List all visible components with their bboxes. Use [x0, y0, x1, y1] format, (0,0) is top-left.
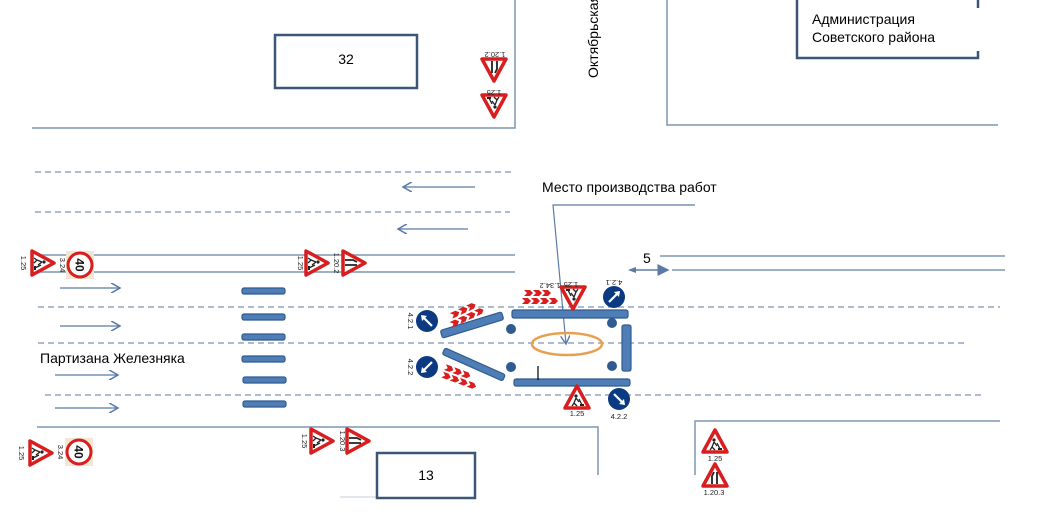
svg-text:3.24: 3.24 [58, 258, 67, 273]
svg-text:1.20.2: 1.20.2 [485, 50, 506, 59]
svg-text:4.2.2: 4.2.2 [406, 359, 415, 376]
sign-1-25-workzone-top: 1.25 [559, 280, 587, 311]
dimension-5m: 5 [628, 250, 670, 276]
excavation-area [530, 331, 604, 357]
building-32: 32 [273, 33, 419, 90]
building-13: 13 [375, 451, 477, 500]
barrier-bottom [513, 378, 631, 387]
pedestrian-crossing [241, 287, 287, 408]
svg-text:1.25: 1.25 [570, 409, 585, 418]
svg-text:1.25: 1.25 [564, 280, 579, 289]
sign-1-20-2-mid-top: 1.20.2 [332, 249, 367, 277]
building-13-label: 13 [418, 467, 434, 483]
sign-3-24-top-left: 3.24 [58, 249, 96, 281]
svg-text:1.25: 1.25 [296, 256, 305, 271]
svg-text:1.25: 1.25 [487, 88, 502, 97]
svg-text:1.20.3: 1.20.3 [338, 431, 347, 452]
barrier-diagonal-top [440, 311, 504, 339]
sign-1-20-2-top: 1.20.2 [480, 50, 508, 83]
sign-1-25-mid-top: 1.25 [296, 249, 330, 277]
svg-text:1.34.2: 1.34.2 [540, 281, 561, 290]
barrier-top [511, 309, 629, 319]
sign-1-20-3-bottom-right: 1.20.3 [701, 462, 729, 497]
sign-4-2-1-left: 4.2.1 [406, 308, 440, 334]
building-32-label: 32 [338, 51, 354, 67]
svg-text:1.25: 1.25 [17, 446, 26, 461]
sign-1-25-mid-bottom: 1.25 [300, 427, 335, 455]
sign-1-25-workzone-bottom: 1.25 [563, 384, 591, 418]
dimension-label: 5 [643, 250, 651, 266]
svg-text:1.20.2: 1.20.2 [332, 253, 341, 274]
svg-text:4.2.1: 4.2.1 [606, 278, 623, 287]
street-name-oktyabrskaya: Октябрьская [585, 0, 601, 78]
sign-1-25-top-left: 1.25 [19, 249, 56, 277]
admin-label-line2: Советского района [812, 29, 935, 45]
svg-text:1.25: 1.25 [19, 256, 28, 271]
barrier-diagonal-bottom [442, 347, 506, 382]
svg-text:1.20.3: 1.20.3 [704, 488, 725, 497]
chevron-sign-1-34-2: 1.34.2 [522, 281, 560, 304]
sign-4-2-2-left: 4.2.2 [406, 354, 440, 380]
barrier-right [621, 324, 632, 372]
svg-text:1.25: 1.25 [708, 454, 723, 463]
svg-text:3.24: 3.24 [56, 445, 65, 460]
work-site-callout: Место производства работ [542, 179, 717, 344]
building-administration: Администрация Советского района [795, 0, 980, 60]
svg-text:4.2.2: 4.2.2 [611, 412, 628, 421]
work-zone [440, 309, 632, 387]
sign-4-2-2-right: 4.2.2 [606, 386, 632, 421]
sign-1-25-bottom-right: 1.25 [701, 428, 729, 463]
sign-1-20-3-mid-bottom: 1.20.3 [338, 427, 371, 455]
sign-4-2-1-right: 4.2.1 [601, 278, 627, 310]
work-site-label: Место производства работ [542, 179, 717, 195]
sign-1-25-top: 1.25 [480, 88, 508, 119]
admin-label-line1: Администрация [812, 11, 915, 27]
svg-text:1.25: 1.25 [300, 434, 309, 449]
road-markings [32, 0, 1005, 498]
sign-1-25-bottom-left: 1.25 [17, 439, 54, 467]
traffic-direction-arrows [55, 187, 475, 408]
svg-text:4.2.1: 4.2.1 [406, 313, 415, 330]
sign-3-24-bottom-left: 3.24 [56, 436, 95, 468]
street-name-partizana-zheleznyaka: Партизана Железняка [40, 350, 185, 366]
warning-lights [506, 318, 617, 372]
